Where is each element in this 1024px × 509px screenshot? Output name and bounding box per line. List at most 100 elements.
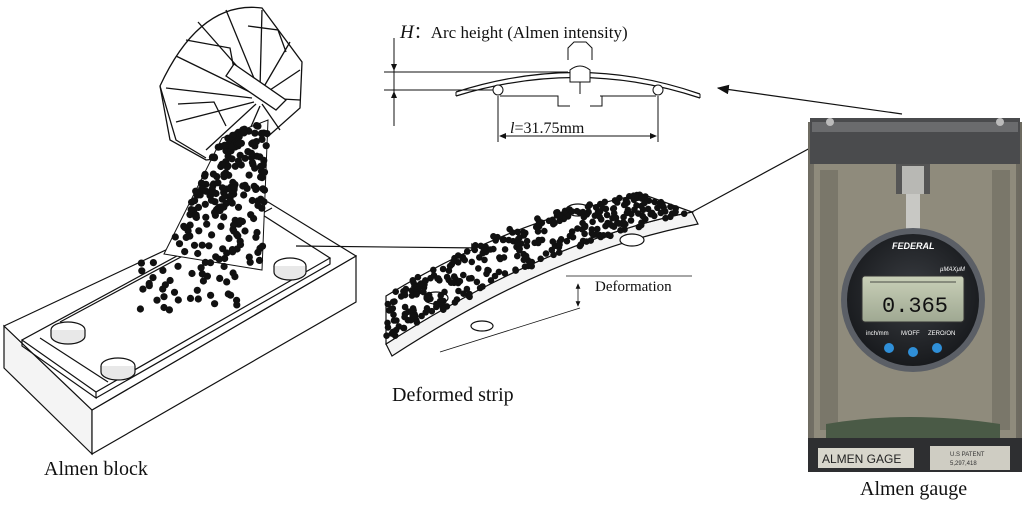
shot-particle <box>191 197 199 205</box>
shot-dent <box>388 305 395 313</box>
deformation-label: Deformation <box>595 279 672 295</box>
shot-dent <box>400 324 407 332</box>
shot-particle <box>188 269 196 278</box>
shot-dent <box>414 273 422 281</box>
shot-dent <box>468 274 475 282</box>
shot-particle <box>230 184 238 192</box>
shot-dent <box>476 254 483 261</box>
shot-particle <box>257 195 265 203</box>
almen-gauge-label: Almen gauge <box>860 478 968 500</box>
shot-particle <box>220 262 228 271</box>
shot-particle <box>197 179 206 187</box>
shot-dent <box>541 227 548 235</box>
shot-particle <box>149 259 157 267</box>
shot-particle <box>201 172 209 180</box>
shot-dent <box>573 207 581 215</box>
shot-dent <box>480 247 488 254</box>
shot-dent <box>557 236 565 243</box>
shot-particle <box>165 306 173 314</box>
inch-mm-button[interactable] <box>884 343 894 353</box>
m-off-button[interactable] <box>908 347 918 357</box>
shot-particle <box>235 139 243 147</box>
shot-particle <box>201 200 209 208</box>
shot-particle <box>217 222 225 230</box>
shot-dent <box>456 277 464 285</box>
shot-dent <box>422 277 429 285</box>
shot-particle <box>233 301 241 309</box>
shot-dent <box>455 287 462 295</box>
shot-dent <box>453 296 461 303</box>
shot-particle <box>194 249 202 258</box>
shot-dent <box>389 328 397 336</box>
shot-particle <box>174 262 182 270</box>
shot-particle <box>252 185 260 193</box>
shot-particle <box>194 295 202 303</box>
shot-particle <box>230 221 238 229</box>
shot-particle <box>181 248 189 256</box>
shot-particle <box>193 286 201 294</box>
shot-particle <box>248 196 256 205</box>
shot-particle <box>241 154 249 162</box>
shot-dent <box>523 237 531 245</box>
shot-particle <box>203 220 211 228</box>
shot-dent <box>521 263 529 271</box>
top-screw-icon <box>826 118 834 126</box>
shot-particle <box>236 241 245 249</box>
shot-particle <box>259 161 267 169</box>
shot-dent <box>515 235 522 243</box>
gauge-base-label: ALMEN GAGE <box>822 452 901 466</box>
shot-particle <box>258 129 266 137</box>
shot-dent <box>584 203 592 210</box>
shot-dent <box>589 218 596 226</box>
shot-dent <box>475 265 482 272</box>
shot-particle <box>229 178 237 186</box>
shot-dent <box>450 273 458 280</box>
span-length-label: l=31.75mm <box>510 120 584 138</box>
shot-particle <box>166 276 174 285</box>
gauge-brand: FEDERAL <box>892 241 935 251</box>
shot-particle <box>206 259 215 267</box>
shot-dent <box>581 230 588 238</box>
shot-dent <box>648 209 656 217</box>
shot-particle <box>258 242 267 250</box>
shot-dent <box>610 205 618 212</box>
shot-dent <box>401 303 409 311</box>
shot-dent <box>450 257 458 265</box>
shot-particle <box>174 296 182 304</box>
zero-on-button[interactable] <box>932 343 942 353</box>
shot-particle <box>209 170 217 178</box>
shot-dent <box>514 252 521 260</box>
gauge-patent-number: 5,297,418 <box>950 461 977 467</box>
shot-particle <box>186 232 194 240</box>
shot-particle <box>245 171 253 179</box>
shot-particle <box>212 253 220 261</box>
shot-particle <box>255 256 264 264</box>
shot-dent <box>490 233 497 240</box>
shot-dent <box>644 205 652 213</box>
block-to-strip-arrow <box>295 243 484 253</box>
shot-dent <box>537 255 544 263</box>
shot-dent <box>413 291 420 298</box>
shot-dent <box>542 250 550 257</box>
shot-dent <box>391 298 398 305</box>
shot-dent <box>463 285 471 293</box>
shot-particle <box>254 201 262 209</box>
gauge-patent-label: U.S PATENT <box>950 452 985 458</box>
shot-dent <box>574 225 581 232</box>
shot-dent <box>430 272 438 279</box>
almen-gauge <box>808 118 1022 472</box>
shot-dent <box>545 217 553 225</box>
shot-dent <box>516 245 523 253</box>
shot-dent <box>672 208 679 216</box>
shot-particle <box>247 149 255 157</box>
shot-dent <box>528 258 536 266</box>
shot-dent <box>430 266 437 274</box>
shot-dent <box>439 305 447 312</box>
shot-particle <box>207 291 215 299</box>
shot-dent <box>579 219 586 227</box>
shot-dent <box>638 219 645 226</box>
shot-particle <box>253 228 261 237</box>
shot-dent <box>495 268 503 276</box>
shot-dent <box>631 206 638 213</box>
shot-particle <box>216 207 224 215</box>
